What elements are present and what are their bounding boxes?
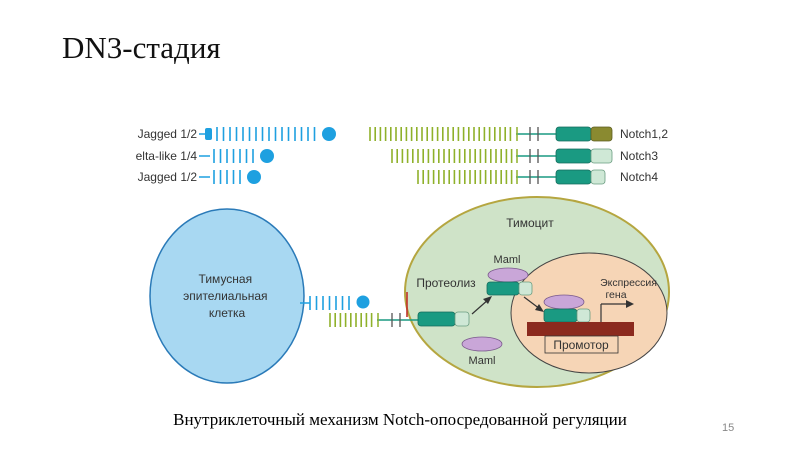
ligand-anchor: [205, 128, 212, 140]
ligand-label: Jagged 1/2: [138, 127, 198, 141]
slide-title: DN3-стадия: [62, 30, 221, 65]
maml-top-label: Maml: [494, 254, 521, 266]
ligand-label: elta-like 1/4: [136, 149, 198, 163]
ligand-label: Jagged 1/2: [138, 170, 198, 184]
bound-ligand: [300, 295, 370, 310]
receptor-tail: [590, 126, 613, 142]
epithelial-label-line-3: клетка: [209, 306, 246, 320]
ligand-domain: [322, 127, 336, 141]
nuclear-nicd: [543, 308, 578, 323]
slide-caption: Внутриклеточный механизм Notch-опосредов…: [173, 410, 627, 429]
receptor-row-2: Notch3: [391, 148, 658, 164]
receptor-row-3: Notch4: [417, 169, 658, 185]
epithelial-label: Тимусная эпителиальная клетка: [183, 272, 271, 320]
expression-line-2: гена: [605, 289, 626, 301]
promoter-dna: [527, 322, 634, 336]
receptor-intracellular-domain: [555, 126, 592, 142]
membrane-nicd: [417, 311, 456, 327]
cytoplasmic-nicd: [486, 281, 520, 296]
receptor-row-1: Notch1,2: [369, 126, 668, 142]
thymic-epithelial-cell: [149, 208, 305, 384]
maml-free-protein: [461, 336, 503, 352]
page-number: 15: [722, 422, 735, 434]
epithelial-label-line-2: эпителиальная: [183, 289, 267, 303]
promoter-label: Промотор: [553, 338, 609, 352]
nuclear-maml: [543, 294, 585, 310]
ligand-row-1: Jagged 1/2: [138, 127, 336, 141]
expression-label: Экспрессия гена: [600, 277, 660, 301]
ligand-row-2: elta-like 1/4: [136, 149, 274, 163]
proteolysis-label: Протеолиз: [416, 276, 476, 290]
maml-protein: [487, 267, 529, 283]
maml-bottom-label: Maml: [469, 355, 496, 367]
receptor-label: Notch3: [620, 149, 658, 163]
promoter-box: [544, 335, 619, 354]
receptor-label: Notch1,2: [620, 127, 668, 141]
ligand-repeats: [216, 127, 316, 141]
receptor-label: Notch4: [620, 170, 658, 184]
expression-line-1: Экспрессия: [600, 277, 657, 289]
ligand-domain: [260, 149, 274, 163]
ligand-row-3: Jagged 1/2: [138, 170, 261, 184]
thymocyte-label: Тимоцит: [506, 216, 554, 230]
epithelial-label-line-1: Тимусная: [199, 272, 253, 286]
ligand-domain: [247, 170, 261, 184]
bound-receptor: [329, 311, 470, 327]
